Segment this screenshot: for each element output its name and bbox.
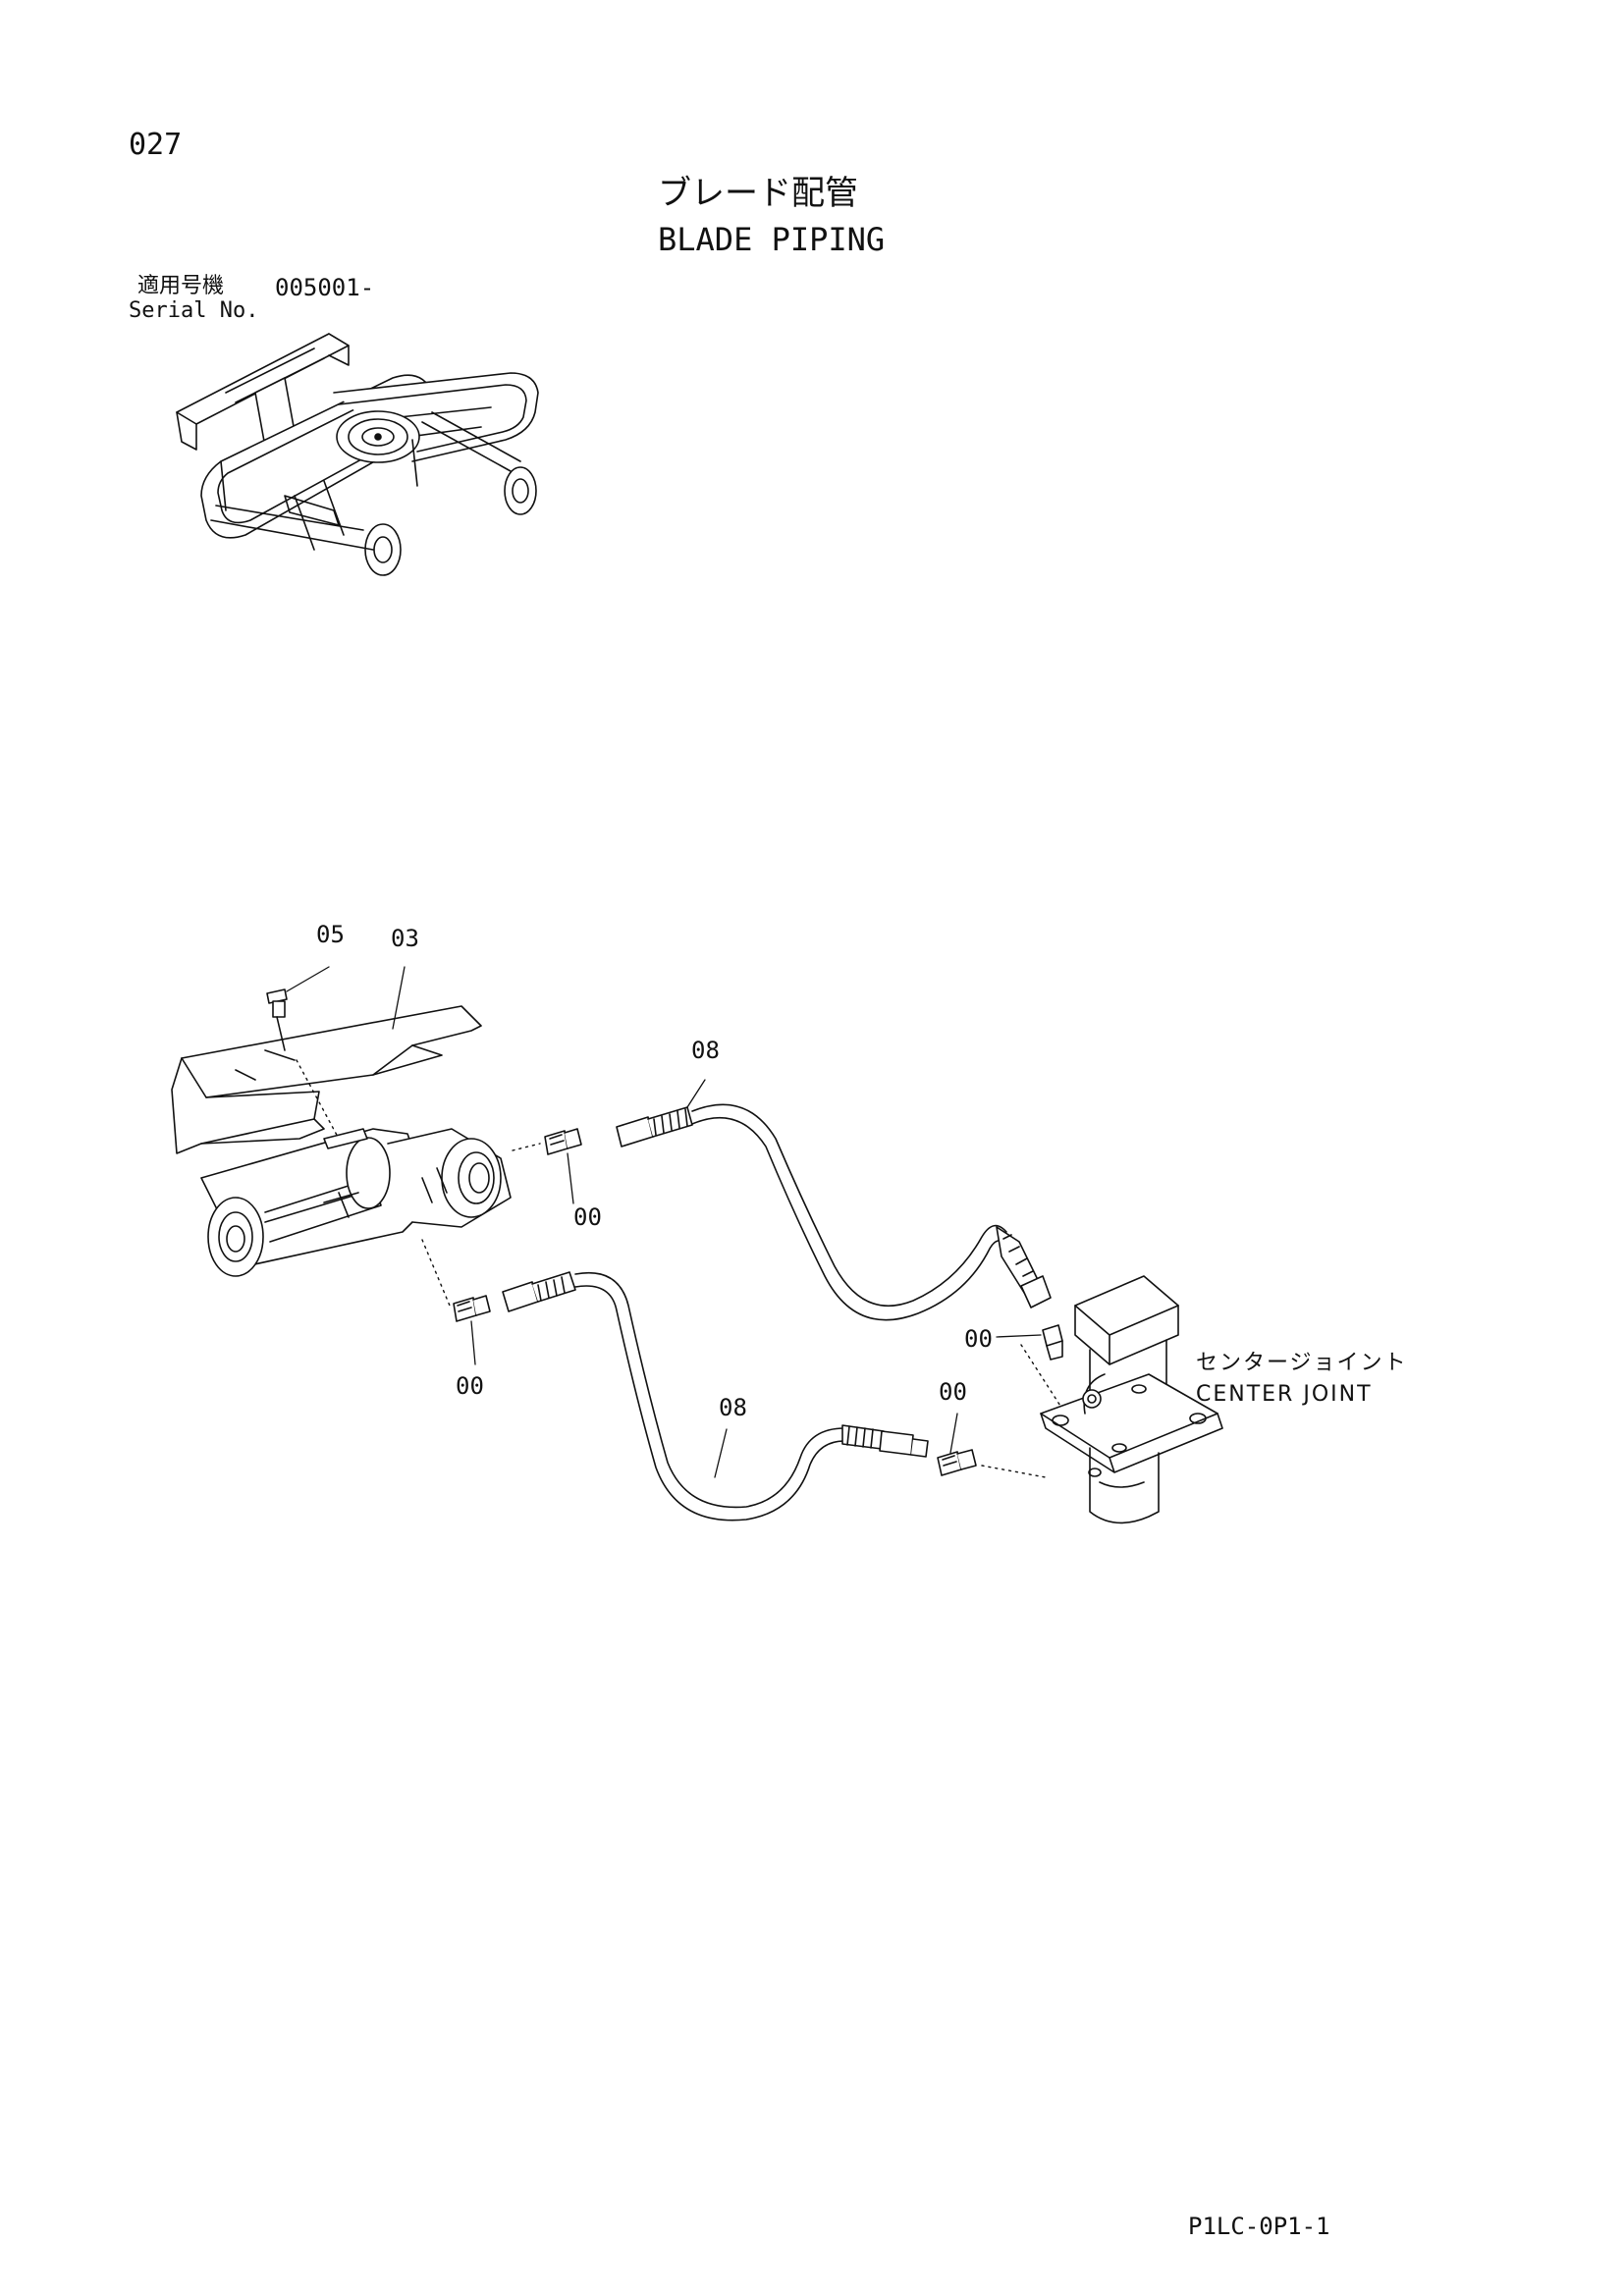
fitting-joint-lower [938,1450,976,1475]
callout-00-base: 00 [939,1378,967,1406]
cover-bolt [267,989,287,1050]
title-english: BLADE PIPING [658,221,886,258]
excavator-thumbnail-icon [177,334,538,575]
title-japanese: ブレード配管 [658,174,858,213]
serial-label-english: Serial No. [129,298,259,323]
cylinder-cover [172,1006,481,1153]
callout-05: 05 [316,921,345,948]
page-number: 027 [129,128,183,162]
blade-cylinder [201,1129,511,1276]
callout-00-joint: 00 [964,1325,993,1353]
callout-00-upper: 00 [573,1203,602,1231]
document-code: P1LC-0P1-1 [1188,2213,1330,2240]
fitting-upper [545,1129,581,1154]
leader-lines [287,967,1041,1477]
fitting-joint-upper [1043,1325,1062,1360]
center-joint-label-english: CENTER JOINT [1196,1382,1373,1407]
center-joint-label-japanese: センタージョイント [1196,1351,1408,1375]
serial-label-japanese: 適用号機 [137,274,225,298]
callout-08-lower: 08 [719,1394,747,1421]
callout-03: 03 [391,925,419,952]
center-joint [1041,1276,1222,1522]
fitting-lower [454,1296,490,1321]
hose-upper [617,1104,1051,1319]
hose-lower [503,1272,928,1521]
callout-00-lower: 00 [456,1372,484,1400]
assembly-guide-lines [297,1060,1065,1477]
callout-08-upper: 08 [691,1037,720,1064]
serial-number-value: 005001- [275,274,375,301]
